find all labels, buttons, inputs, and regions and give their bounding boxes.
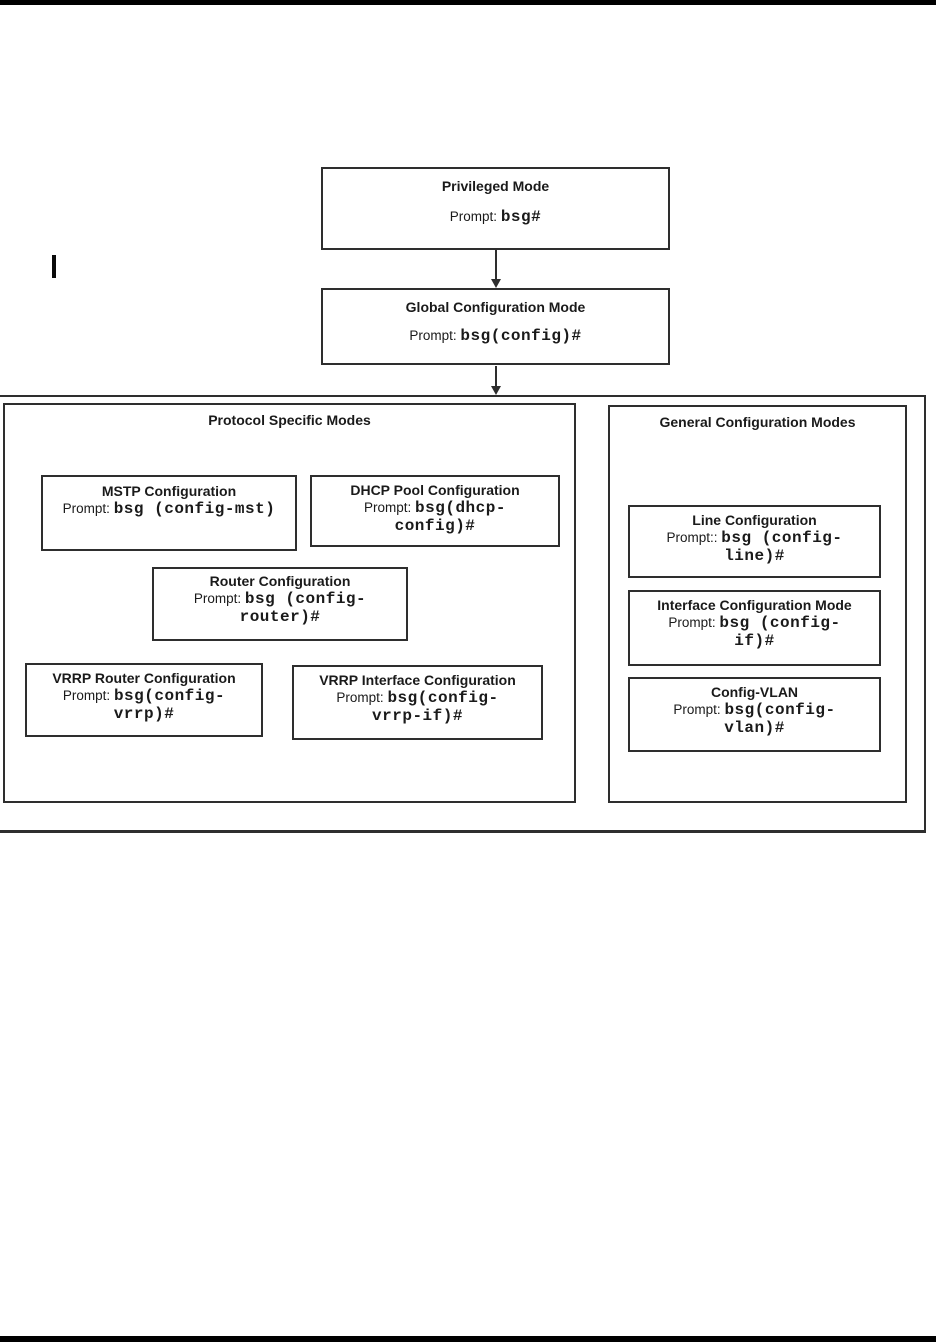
vrrp-router-config-prompt: Prompt: bsg(config- vrrp)#	[27, 687, 261, 723]
prompt-value-line1: bsg(config-	[113, 687, 226, 705]
prompt-value-line2: config)#	[394, 517, 476, 535]
protocol-group-title: Protocol Specific Modes	[208, 412, 371, 428]
prompt-label: Prompt:	[62, 501, 110, 516]
prompt-value-line1: bsg (config-	[721, 529, 843, 547]
down-arrow-icon	[490, 366, 502, 395]
prompt-label: Prompt:	[62, 688, 111, 703]
dhcp-pool-config-box: DHCP Pool Configuration Prompt: bsg(dhcp…	[310, 475, 560, 547]
prompt-label: Prompt:	[336, 690, 384, 705]
prompt-label: Prompt:	[193, 591, 242, 606]
prompt-label: Prompt:	[668, 615, 716, 630]
vrrp-interface-config-box: VRRP Interface Configuration Prompt: bsg…	[292, 665, 543, 740]
global-config-mode-prompt: Prompt: bsg(config)#	[323, 327, 668, 345]
prompt-value-line2: if)#	[734, 632, 775, 650]
down-arrow-icon	[490, 250, 502, 288]
arrow-head	[491, 386, 501, 395]
interface-config-mode-title: Interface Configuration Mode	[657, 597, 852, 613]
mstp-config-box: MSTP Configuration Prompt: bsg (config-m…	[41, 475, 297, 551]
line-config-prompt: Prompt:: bsg (config- line)#	[630, 529, 879, 565]
prompt-value-line2: vrrp)#	[113, 705, 175, 723]
prompt-label: Prompt:	[364, 500, 412, 515]
line-config-box: Line Configuration Prompt:: bsg (config-…	[628, 505, 881, 578]
page-top-rule	[0, 0, 936, 5]
modes-outer-container	[0, 395, 926, 833]
prompt-value: bsg#	[500, 208, 542, 226]
config-vlan-prompt: Prompt: bsg(config- vlan)#	[630, 701, 879, 737]
prompt-value-line1: bsg(dhcp-	[415, 499, 506, 517]
dhcp-pool-config-prompt: Prompt: bsg(dhcp- config)#	[312, 499, 558, 535]
mstp-config-title: MSTP Configuration	[101, 483, 237, 499]
prompt-value-line2: vlan)#	[724, 719, 785, 737]
router-config-box: Router Configuration Prompt: bsg (config…	[152, 567, 408, 641]
arrow-shaft	[495, 250, 497, 279]
vrrp-interface-config-title: VRRP Interface Configuration	[319, 672, 516, 688]
vrrp-router-config-title: VRRP Router Configuration	[52, 670, 236, 686]
interface-config-mode-prompt: Prompt: bsg (config- if)#	[630, 614, 879, 650]
protocol-specific-modes-group: Protocol Specific Modes	[3, 403, 576, 803]
prompt-value-line1: bsg (config-	[719, 614, 841, 632]
general-group-title: General Configuration Modes	[659, 414, 856, 430]
prompt-value-line1: bsg(config-	[724, 701, 836, 719]
arrow-head	[491, 279, 501, 288]
general-config-modes-group: General Configuration Modes	[608, 405, 907, 803]
arrow-shaft	[495, 366, 497, 386]
prompt-value-line1: bsg (config-	[244, 590, 367, 608]
prompt-label: Prompt:	[409, 328, 457, 343]
global-config-mode-box: Global Configuration Mode Prompt: bsg(co…	[321, 288, 670, 365]
privileged-mode-prompt: Prompt: bsg#	[323, 208, 668, 226]
global-config-mode-title: Global Configuration Mode	[405, 299, 586, 315]
dhcp-pool-config-title: DHCP Pool Configuration	[350, 482, 520, 498]
prompt-value: bsg(config)#	[460, 327, 582, 345]
prompt-value-line2: line)#	[724, 547, 785, 565]
mstp-config-prompt: Prompt: bsg (config-mst)	[43, 500, 295, 518]
prompt-value-line1: bsg(config-	[387, 689, 499, 707]
vrrp-interface-config-prompt: Prompt: bsg(config- vrrp-if)#	[294, 689, 541, 725]
prompt-label: Prompt:	[449, 209, 498, 224]
vrrp-router-config-box: VRRP Router Configuration Prompt: bsg(co…	[25, 663, 263, 737]
config-vlan-box: Config-VLAN Prompt: bsg(config- vlan)#	[628, 677, 881, 752]
config-vlan-title: Config-VLAN	[710, 684, 799, 700]
page-bottom-rule	[0, 1336, 936, 1342]
privileged-mode-box: Privileged Mode Prompt: bsg#	[321, 167, 670, 250]
prompt-value: bsg (config-mst)	[113, 500, 276, 518]
line-config-title: Line Configuration	[692, 512, 817, 528]
interface-config-mode-box: Interface Configuration Mode Prompt: bsg…	[628, 590, 881, 666]
prompt-value-line2: router)#	[239, 608, 321, 626]
prompt-value-line2: vrrp-if)#	[372, 707, 463, 725]
prompt-label: Prompt:	[673, 702, 721, 717]
prompt-label: Prompt::	[666, 530, 718, 545]
router-config-title: Router Configuration	[209, 573, 351, 589]
cursor-mark	[52, 255, 56, 278]
router-config-prompt: Prompt: bsg (config- router)#	[154, 590, 406, 626]
privileged-mode-title: Privileged Mode	[441, 178, 550, 194]
